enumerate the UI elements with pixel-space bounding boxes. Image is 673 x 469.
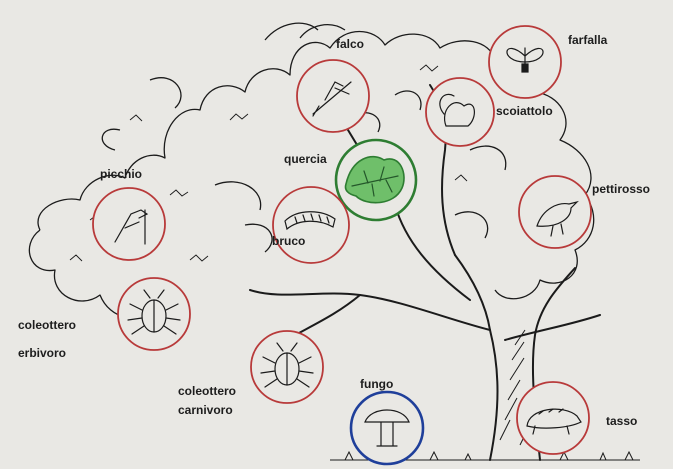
label-falco: falco [336,37,364,51]
label-pettirosso: pettirosso [592,182,650,196]
circle-falco [297,60,369,132]
label-scoiattolo: scoiattolo [496,104,553,118]
label-coleottero-carnivoro: coleottero carnivoro [178,384,236,417]
circle-scoiattolo [426,78,494,146]
node-tasso [517,382,589,454]
label-coleottero-erbivoro: coleottero erbivoro [18,318,76,360]
circle-picchio [93,188,165,260]
circle-bruco [273,187,349,263]
node-pettirosso [519,176,591,248]
label-tasso: tasso [606,414,637,428]
node-bruco [273,187,349,263]
label-picchio: picchio [100,167,142,181]
node-falco [297,60,369,132]
circle-fungo [351,392,423,464]
node-picchio [93,188,165,260]
node-fungo [351,392,423,464]
label-bruco: bruco [272,234,305,248]
node-farfalla [489,26,561,98]
node-quercia [336,140,416,220]
label-quercia: quercia [284,152,327,166]
node-coleottero-carnivoro [251,331,323,403]
node-scoiattolo [426,78,494,146]
label-fungo: fungo [360,377,393,391]
label-farfalla: farfalla [568,33,607,47]
circle-pettirosso [519,176,591,248]
node-coleottero-erbivoro [118,278,190,350]
